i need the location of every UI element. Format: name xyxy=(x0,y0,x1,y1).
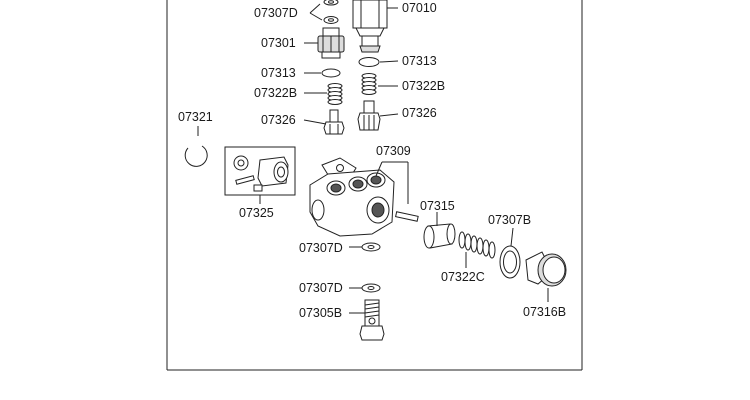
kit-07325 xyxy=(224,146,296,204)
spring-07322b-left xyxy=(304,83,343,105)
label-07307d-mid: 07307D xyxy=(299,241,343,255)
plug-07316b xyxy=(525,251,567,302)
label-07315: 07315 xyxy=(420,199,455,213)
label-07307d-top: 07307D xyxy=(254,6,298,20)
sleeve-07315 xyxy=(423,212,456,249)
label-07010: 07010 xyxy=(402,1,437,15)
label-07322c: 07322C xyxy=(441,270,485,284)
pump-body-07309 xyxy=(309,157,419,237)
spring-07322b-right xyxy=(361,73,398,95)
valve-fitting-07301 xyxy=(304,27,345,59)
part-labels: 07307D 07010 07301 07313 07313 07322B 07… xyxy=(178,1,566,320)
label-07307d-low: 07307D xyxy=(299,281,343,295)
label-07326-right: 07326 xyxy=(402,106,437,120)
label-07321: 07321 xyxy=(178,110,213,124)
label-07309: 07309 xyxy=(376,144,411,158)
o-ring-07313-left xyxy=(304,68,341,78)
valve-07326-left xyxy=(303,109,345,135)
label-07305b: 07305B xyxy=(299,306,342,320)
label-07316b: 07316B xyxy=(523,305,566,319)
diagram-frame xyxy=(166,0,583,371)
o-ring-07313-right xyxy=(358,57,399,67)
washer-07307d-top xyxy=(309,0,339,24)
valve-07326-right xyxy=(357,100,399,131)
snap-ring-07321 xyxy=(184,126,208,167)
spring-07322c xyxy=(458,231,496,268)
label-07325: 07325 xyxy=(239,206,274,220)
label-07313-left: 07313 xyxy=(261,66,296,80)
label-07322b-right: 07322B xyxy=(402,79,445,93)
label-07322b-left: 07322B xyxy=(254,86,297,100)
washer-07307d-low xyxy=(349,283,381,293)
holder-07010 xyxy=(352,0,398,53)
label-07326-left: 07326 xyxy=(261,113,296,127)
label-07307b: 07307B xyxy=(488,213,531,227)
gasket-07307b xyxy=(499,227,521,279)
bolt-07305b xyxy=(349,299,385,341)
label-07313-right: 07313 xyxy=(402,54,437,68)
label-07301: 07301 xyxy=(261,36,296,50)
washer-07307d-mid xyxy=(349,242,381,252)
